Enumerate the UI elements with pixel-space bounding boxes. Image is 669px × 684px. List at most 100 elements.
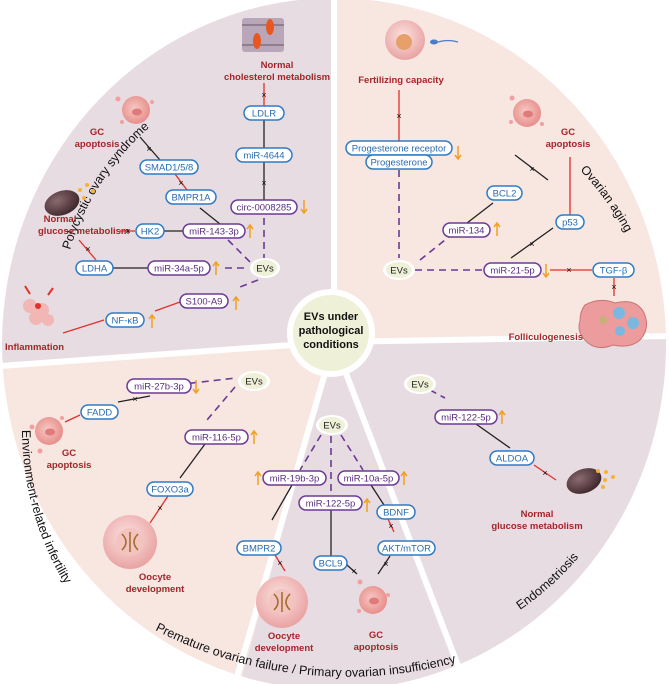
outcome-gc-apoptosis-line1: GC: [561, 127, 575, 138]
outcome-gc-apoptosis-line2: apoptosis: [546, 139, 591, 150]
svg-text:×: ×: [529, 239, 534, 249]
outcome-glucose-line1: Normal: [521, 509, 554, 520]
node-bmpr1a[interactable]: BMPR1A: [165, 189, 217, 205]
svg-text:SMAD1/5/8: SMAD1/5/8: [145, 163, 194, 174]
node-mir-134[interactable]: miR-134: [442, 222, 491, 238]
svg-text:×: ×: [261, 90, 266, 100]
svg-text:TGF-β: TGF-β: [600, 266, 628, 277]
svg-text:FADD: FADD: [87, 408, 112, 419]
node-foxo3a[interactable]: FOXO3a: [146, 481, 194, 497]
node-mir-122-5p-endometriosis[interactable]: miR-122-5p: [434, 409, 498, 425]
outcome-gc-apoptosis-line2: apoptosis: [354, 642, 399, 653]
svg-text:EVs: EVs: [411, 380, 429, 391]
outcome-inflammation: Inflammation: [5, 342, 64, 353]
node-ldha[interactable]: LDHA: [75, 260, 114, 276]
outcome-gc-apoptosis-line1: GC: [369, 630, 383, 641]
svg-text:Progesterone receptor: Progesterone receptor: [352, 144, 447, 155]
node-tgf-beta[interactable]: TGF-β: [592, 262, 635, 278]
svg-text:EVs: EVs: [323, 421, 341, 432]
svg-text:×: ×: [611, 282, 616, 292]
up-arrow-icon: [363, 497, 371, 512]
down-arrow-icon: [454, 146, 462, 161]
endometriosis-section: × Normal glucose metabolism miR-122-5p A…: [404, 374, 615, 532]
node-progesterone[interactable]: Progesterone: [365, 154, 433, 170]
svg-text:BDNF: BDNF: [383, 508, 409, 519]
node-circ-0008285[interactable]: circ-0008285: [230, 199, 298, 215]
outcome-cholesterol-line1: Normal: [261, 60, 294, 71]
outcome-gc-apoptosis-line2: apoptosis: [47, 460, 92, 471]
evs-node-env-infertility[interactable]: EVs: [238, 371, 270, 391]
node-mir-10a-5p[interactable]: miR-10a-5p: [337, 470, 400, 486]
ovarian-aging-section: Fertilizing capacity × GC apoptosis × × …: [345, 20, 647, 349]
node-mir-19b-3p[interactable]: miR-19b-3p: [262, 470, 327, 486]
svg-text:BMPR2: BMPR2: [243, 544, 276, 555]
node-mir-27b-3p[interactable]: miR-27b-3p: [126, 378, 192, 394]
evs-node-pcos[interactable]: EVs: [250, 258, 280, 278]
node-ldlr[interactable]: LDLR: [243, 105, 285, 121]
node-progesterone-receptor[interactable]: Progesterone receptor: [345, 140, 453, 156]
node-mir-116-5p[interactable]: miR-116-5p: [184, 429, 249, 445]
svg-text:×: ×: [277, 558, 282, 568]
node-mir-4644[interactable]: miR-4644: [235, 147, 293, 163]
up-arrow-icon: [148, 313, 156, 328]
node-mir-143-3p[interactable]: miR-143-3p: [182, 223, 246, 239]
svg-text:miR-19b-3p: miR-19b-3p: [270, 474, 320, 485]
outcome-gc-apoptosis-line1: GC: [90, 127, 104, 138]
node-nf-kb[interactable]: NF-κB: [105, 312, 145, 328]
center-hub: EVs under pathological conditions: [287, 289, 375, 377]
svg-text:×: ×: [85, 244, 90, 254]
node-akt-mtor[interactable]: AKT/mTOR: [377, 540, 436, 556]
down-arrow-icon: [542, 264, 550, 279]
evs-node-ovarian-aging[interactable]: EVs: [383, 260, 415, 280]
center-line2: pathological: [299, 325, 364, 337]
oocyte-sperm-icon: [385, 20, 459, 60]
node-p53[interactable]: p53: [555, 214, 585, 230]
gc-apoptosis-cell-icon: [115, 96, 154, 124]
svg-text:×: ×: [178, 178, 183, 188]
outcome-oocyte-line2: development: [255, 643, 314, 654]
svg-text:FOXO3a: FOXO3a: [151, 485, 189, 496]
outcome-gc-apoptosis-line2: apoptosis: [75, 139, 120, 150]
svg-text:circ-0008285: circ-0008285: [237, 203, 292, 214]
node-s100-a9[interactable]: S100-A9: [179, 293, 229, 309]
svg-text:×: ×: [388, 521, 393, 531]
node-aldoa[interactable]: ALDOA: [489, 450, 535, 466]
svg-text:×: ×: [125, 226, 130, 236]
ovary-follicles-icon: [578, 299, 647, 349]
svg-text:miR-143-3p: miR-143-3p: [189, 227, 239, 238]
svg-text:NF-κB: NF-κB: [112, 316, 139, 327]
up-arrow-icon: [232, 295, 240, 310]
node-bdnf[interactable]: BDNF: [376, 504, 416, 520]
svg-text:EVs: EVs: [256, 264, 274, 275]
node-bcl2[interactable]: BCL2: [486, 185, 523, 201]
svg-text:miR-21-5p: miR-21-5p: [490, 266, 534, 277]
node-bmpr2[interactable]: BMPR2: [236, 540, 282, 556]
svg-text:EVs: EVs: [390, 266, 408, 277]
svg-text:miR-134: miR-134: [449, 226, 485, 237]
gc-apoptosis-cell-icon: [29, 416, 64, 454]
pof-section: × × × × Oocyte development GC apoptosis …: [236, 415, 436, 654]
node-bcl9[interactable]: BCL9: [313, 555, 348, 571]
outcome-oocyte-line1: Oocyte: [139, 572, 171, 583]
up-arrow-icon: [246, 223, 254, 238]
node-hk2[interactable]: HK2: [135, 223, 165, 239]
node-mir-34a-5p[interactable]: miR-34a-5p: [147, 260, 211, 276]
node-mir-122-5p[interactable]: miR-122-5p: [298, 495, 363, 511]
outcome-oocyte-line1: Oocyte: [268, 631, 300, 642]
svg-text:miR-10a-5p: miR-10a-5p: [344, 474, 394, 485]
node-mir-21-5p[interactable]: miR-21-5p: [483, 262, 542, 278]
node-fadd[interactable]: FADD: [80, 404, 119, 420]
svg-text:HK2: HK2: [141, 227, 159, 238]
node-smad[interactable]: SMAD1/5/8: [139, 159, 199, 175]
svg-text:p53: p53: [562, 218, 578, 229]
outcome-oocyte-line2: development: [126, 584, 185, 595]
svg-text:BCL2: BCL2: [493, 189, 517, 200]
oocyte-icon: [103, 515, 157, 569]
outcome-glucose-line2: glucose metabolism: [38, 226, 129, 237]
svg-text:miR-4644: miR-4644: [243, 151, 284, 162]
svg-text:miR-27b-3p: miR-27b-3p: [134, 382, 184, 393]
evs-node-pof[interactable]: EVs: [316, 415, 348, 435]
svg-text:×: ×: [542, 468, 547, 478]
evs-node-endometriosis[interactable]: EVs: [404, 374, 436, 394]
